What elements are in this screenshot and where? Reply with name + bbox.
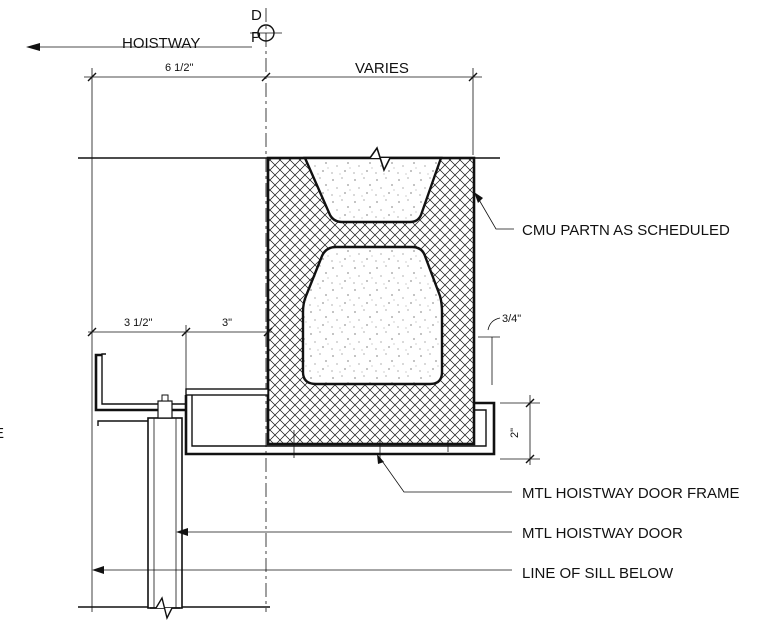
door-label: MTL HOISTWAY DOOR (522, 525, 683, 542)
dp-label-p: P (251, 29, 261, 46)
dimension-2: 2" (509, 428, 521, 438)
door-leader (176, 528, 512, 536)
cmu-top-cell (303, 156, 443, 224)
mid-dimension-line (87, 325, 273, 392)
cmu-core-cell (301, 245, 444, 386)
frame-leader (377, 454, 512, 493)
dp-label-d: D (251, 7, 262, 24)
hoistway-label: HOISTWAY (122, 35, 200, 52)
centerline-symbol-icon (250, 8, 282, 612)
dimension-6-1-2: 6 1/2" (165, 62, 193, 74)
dimension-3-1-2: 3 1/2" (124, 317, 152, 329)
two-inch-dimension (500, 395, 540, 465)
edge-letter: E (0, 425, 4, 442)
break-line-icon (362, 146, 398, 173)
dimension-3: 3" (222, 317, 232, 329)
hoistway-direction-arrow (26, 43, 252, 51)
dimension-3-4: 3/4" (502, 313, 521, 325)
frame-label: MTL HOISTWAY DOOR FRAME (522, 485, 740, 502)
hoistway-door-frame (94, 353, 496, 462)
hoistway-door-panel (97, 394, 183, 621)
cmu-leader (474, 192, 514, 230)
cmu-label: CMU PARTN AS SCHEDULED (522, 222, 730, 239)
sill-label: LINE OF SILL BELOW (522, 565, 674, 582)
sill-leader (92, 566, 512, 574)
three-quarter-dimension (478, 317, 501, 385)
varies-label: VARIES (355, 60, 409, 77)
